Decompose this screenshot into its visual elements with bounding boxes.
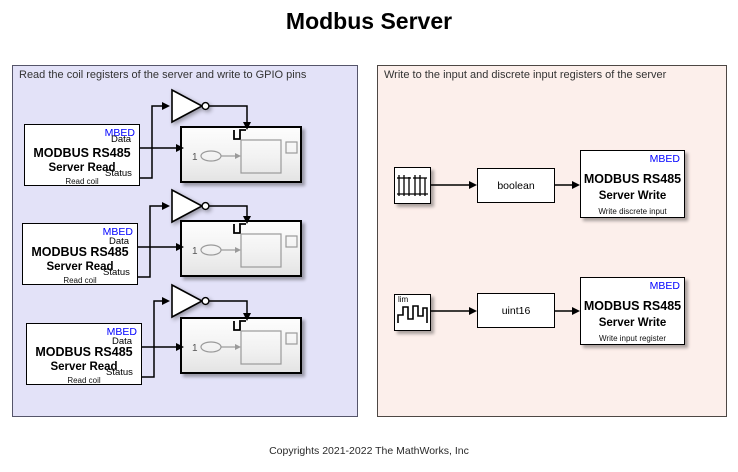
mbed-vendor-label-write-2: MBED <box>649 280 680 292</box>
conversion-label-uint16: uint16 <box>501 304 531 317</box>
mbed-vendor-label-1: MBED <box>104 127 135 139</box>
mbed-vendor-label-write-1: MBED <box>649 153 680 165</box>
triggered-subsystem-gpio-write-2[interactable]: 1 <box>180 220 302 277</box>
read-block-caption-1: Read coil <box>65 177 99 186</box>
modbus-server-write-block-discrete-input[interactable]: MBED MODBUS RS485 Server Write Write dis… <box>580 150 685 218</box>
read-block-caption-2: Read coil <box>63 276 97 285</box>
annotation-panel-right: Write to the input and discrete input re… <box>377 65 727 417</box>
copyright-text: Copyrights 2021-2022 The MathWorks, Inc <box>269 445 469 457</box>
read-block-3-port-data-label: Data <box>112 336 133 347</box>
data-type-conversion-boolean[interactable]: boolean <box>477 168 555 203</box>
pulse-source-icon-block-1[interactable] <box>394 167 431 204</box>
source-lim-label: lim <box>398 295 409 304</box>
write-block-caption-2: Write input register <box>599 334 666 343</box>
write-block-title-2: MODBUS RS485 <box>583 299 682 313</box>
read-block-1-port-status-label: Status <box>105 168 132 179</box>
mbed-vendor-label-3: MBED <box>106 326 137 338</box>
svg-text:1: 1 <box>192 246 198 257</box>
annotation-panel-right-caption: Write to the input and discrete input re… <box>384 69 667 81</box>
read-block-caption-3: Read coil <box>67 376 101 385</box>
not-gate-3[interactable] <box>170 283 212 319</box>
triggered-subsystem-gpio-write-3[interactable]: 1 <box>180 317 302 374</box>
read-block-3-port-status-label: Status <box>106 367 133 378</box>
modbus-server-read-block-3[interactable]: MBED MODBUS RS485 Server Read Read coil <box>26 323 142 385</box>
svg-text:1: 1 <box>192 343 198 354</box>
read-block-2-port-data-label: Data <box>109 236 130 247</box>
conversion-label-boolean: boolean <box>497 179 535 192</box>
read-block-title-1: MODBUS RS485 <box>33 146 131 160</box>
modbus-server-read-block-1[interactable]: MBED MODBUS RS485 Server Read Read coil <box>24 124 140 186</box>
not-gate-1[interactable] <box>170 88 212 124</box>
page-title: Modbus Server <box>285 8 453 34</box>
modbus-server-write-block-input-register[interactable]: MBED MODBUS RS485 Server Write Write inp… <box>580 277 685 345</box>
modbus-server-read-block-2[interactable]: MBED MODBUS RS485 Server Read Read coil <box>22 223 138 285</box>
read-block-1-port-data-label: Data <box>111 134 132 145</box>
triggered-subsystem-gpio-write-1[interactable]: 1 <box>180 126 302 183</box>
data-type-conversion-uint16[interactable]: uint16 <box>477 293 555 328</box>
read-block-subtitle-1: Server Read <box>48 162 116 174</box>
read-block-subtitle-3: Server Read <box>50 361 118 373</box>
write-block-caption-1: Write discrete input <box>598 207 667 216</box>
mbed-vendor-label-2: MBED <box>102 226 133 238</box>
read-block-2-port-status-label: Status <box>103 267 130 278</box>
write-block-subtitle-2: Server Write <box>598 317 667 329</box>
read-block-title-3: MODBUS RS485 <box>35 345 133 359</box>
annotation-panel-left-caption: Read the coil registers of the server an… <box>19 69 307 81</box>
write-block-subtitle-1: Server Write <box>598 190 667 202</box>
svg-text:1: 1 <box>192 152 198 163</box>
read-block-subtitle-2: Server Read <box>46 261 114 273</box>
not-gate-2[interactable] <box>170 188 212 224</box>
repeating-stair-source-icon-block-2[interactable]: lim <box>394 294 431 331</box>
write-block-title-1: MODBUS RS485 <box>583 172 682 186</box>
read-block-title-2: MODBUS RS485 <box>31 245 129 259</box>
